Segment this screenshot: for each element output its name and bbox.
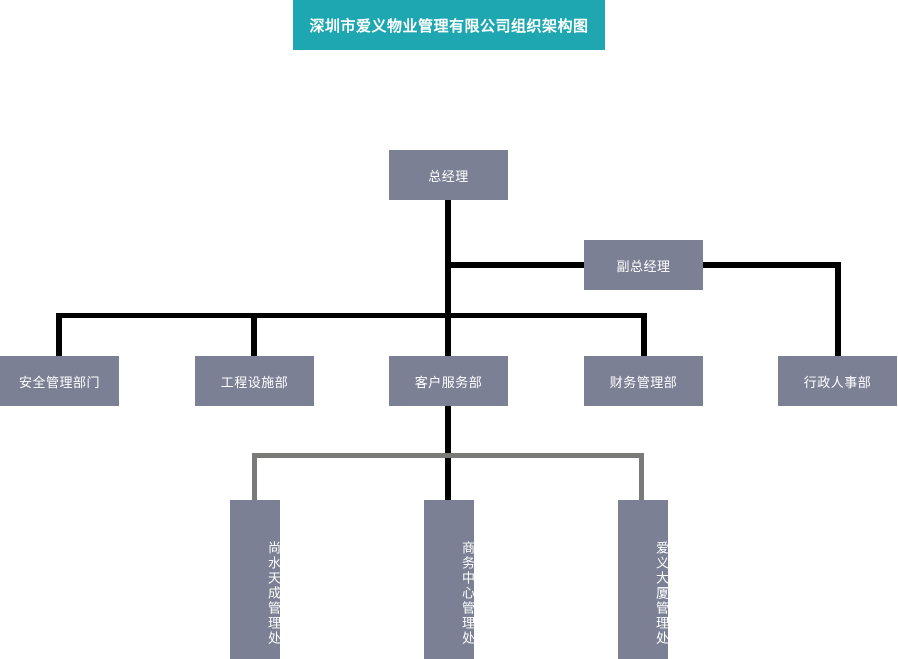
connector-gm-trunk — [445, 200, 451, 358]
node-office-shangshui-tiancheng-label: 尚水天成管理处 — [266, 541, 281, 646]
node-department-safety-label: 安全管理部门 — [18, 374, 100, 390]
connector-department-bus — [56, 313, 647, 318]
node-department-customer-service-label: 客户服务部 — [414, 374, 483, 390]
node-general-manager[interactable]: 总经理 — [389, 150, 508, 200]
node-department-customer-service[interactable]: 客户服务部 — [389, 356, 508, 406]
node-office-aiyi-building[interactable]: 爱义大厦管理处 — [618, 500, 669, 659]
node-office-aiyi-building-label: 爱义大厦管理处 — [654, 541, 669, 646]
connector-drop-engineering — [251, 313, 257, 358]
connector-drop-shangshui — [252, 453, 257, 503]
node-department-admin-hr[interactable]: 行政人事部 — [778, 356, 897, 406]
connector-drop-safety — [56, 313, 62, 358]
connector-drop-finance — [641, 313, 647, 358]
node-office-business-center[interactable]: 商务中心管理处 — [424, 500, 475, 659]
chart-title-text: 深圳市爱义物业管理有限公司组织架构图 — [309, 17, 589, 35]
connector-deputy-to-admin-hr — [835, 262, 841, 358]
node-department-admin-hr-label: 行政人事部 — [803, 374, 872, 390]
connector-gm-to-deputy — [445, 262, 587, 268]
node-department-engineering-label: 工程设施部 — [220, 374, 289, 390]
node-deputy-general-manager-label: 副总经理 — [616, 258, 671, 274]
connector-deputy-right — [703, 262, 841, 268]
node-deputy-general-manager[interactable]: 副总经理 — [584, 240, 703, 290]
connector-office-bus — [252, 453, 644, 458]
node-office-business-center-label: 商务中心管理处 — [460, 541, 475, 646]
node-general-manager-label: 总经理 — [428, 168, 469, 184]
node-department-safety[interactable]: 安全管理部门 — [0, 356, 119, 406]
node-department-engineering[interactable]: 工程设施部 — [195, 356, 314, 406]
node-department-finance-label: 财务管理部 — [609, 374, 678, 390]
node-department-finance[interactable]: 财务管理部 — [584, 356, 703, 406]
chart-title-banner: 深圳市爱义物业管理有限公司组织架构图 — [293, 0, 605, 50]
connector-drop-aiyi — [639, 453, 644, 503]
node-office-shangshui-tiancheng[interactable]: 尚水天成管理处 — [230, 500, 281, 659]
